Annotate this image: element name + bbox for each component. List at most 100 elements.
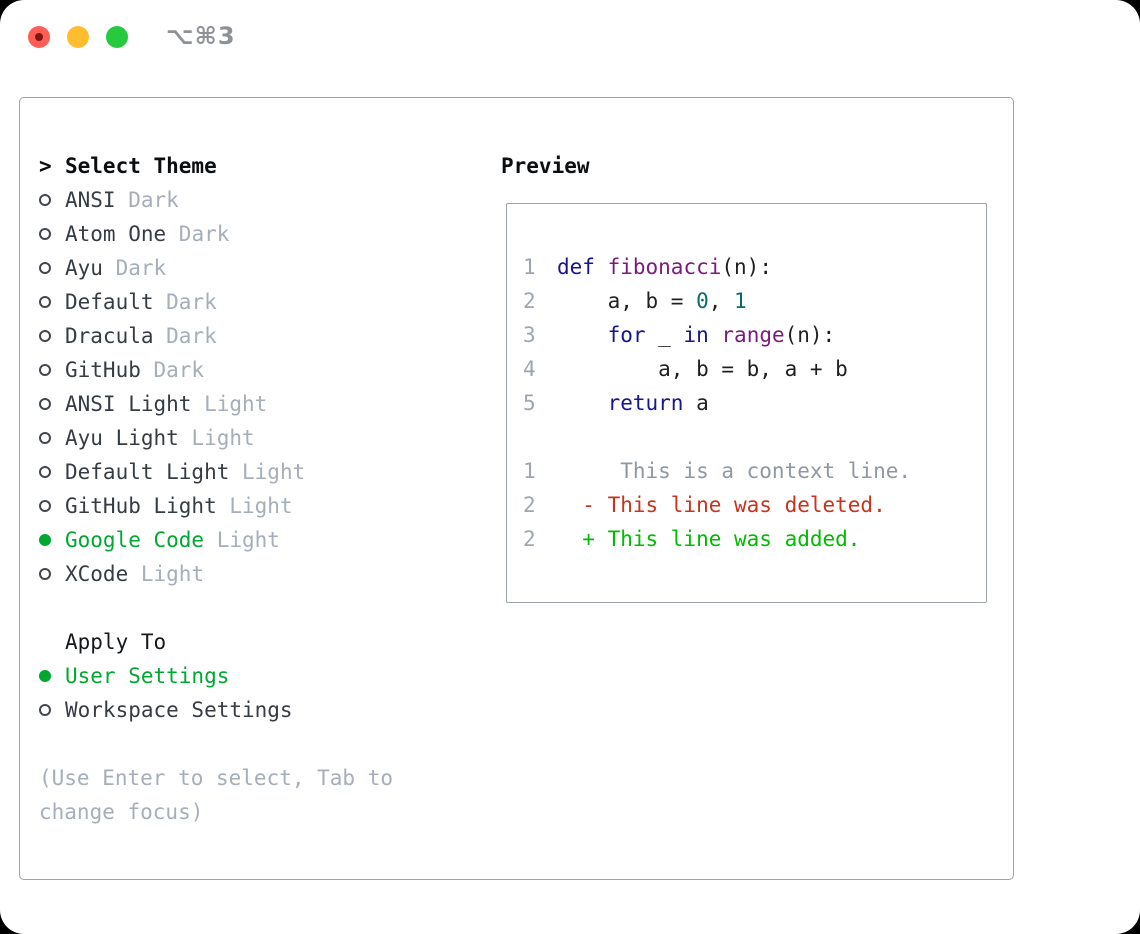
apply-option-workspace-settings[interactable]: Workspace Settings bbox=[39, 693, 393, 727]
preview-line: 4 a, b = b, a + b bbox=[523, 352, 986, 386]
help-text-line: change focus) bbox=[39, 800, 204, 824]
theme-name: Default bbox=[65, 290, 154, 314]
line-number: 1 bbox=[523, 459, 536, 483]
theme-name: GitHub Light bbox=[65, 494, 217, 518]
theme-name: ANSI Light bbox=[65, 392, 192, 416]
theme-list-column: > Select Theme ANSI Dark Atom One Dark Ay… bbox=[39, 149, 393, 829]
theme-option-github[interactable]: GitHub Dark bbox=[39, 353, 393, 387]
theme-option-atom-one[interactable]: Atom One Dark bbox=[39, 217, 393, 251]
theme-name: Atom One bbox=[65, 222, 167, 246]
line-number: 1 bbox=[523, 255, 536, 279]
theme-name: Google Code bbox=[65, 528, 205, 552]
traffic-light-close-icon[interactable] bbox=[28, 26, 50, 48]
theme-variant: Dark bbox=[153, 324, 217, 348]
traffic-light-minimize-icon[interactable] bbox=[67, 26, 89, 48]
theme-option-ansi[interactable]: ANSI Dark bbox=[39, 183, 393, 217]
code-text: for _ in range(n): bbox=[607, 323, 836, 347]
theme-name: Workspace Settings bbox=[65, 698, 293, 722]
apply-option-user-settings[interactable]: User Settings bbox=[39, 659, 393, 693]
theme-name: ANSI bbox=[65, 188, 116, 212]
line-number: 2 bbox=[523, 289, 536, 313]
apply-to-label: Apply To bbox=[65, 630, 167, 654]
spacer-row bbox=[39, 727, 393, 761]
preview-line: 5 return a bbox=[523, 386, 986, 420]
radio-selected-icon bbox=[39, 534, 51, 546]
theme-name: Default Light bbox=[65, 460, 230, 484]
preview-line bbox=[523, 420, 986, 454]
radio-icon bbox=[39, 568, 51, 580]
theme-name: GitHub bbox=[65, 358, 141, 382]
theme-option-default-light[interactable]: Default Light Light bbox=[39, 455, 393, 489]
select-theme-label: Select Theme bbox=[65, 154, 217, 178]
line-number: 2 bbox=[523, 493, 536, 517]
radio-icon bbox=[39, 228, 51, 240]
theme-list: ANSI Dark Atom One Dark Ayu Dark Default… bbox=[39, 183, 393, 591]
preview-label: Preview bbox=[501, 154, 590, 178]
theme-option-ayu[interactable]: Ayu Dark bbox=[39, 251, 393, 285]
radio-icon bbox=[39, 330, 51, 342]
theme-option-xcode[interactable]: XCode Light bbox=[39, 557, 393, 591]
theme-option-google-code[interactable]: Google Code Light bbox=[39, 523, 393, 557]
code-text: return a bbox=[607, 391, 709, 415]
line-number: 2 bbox=[523, 527, 536, 551]
theme-variant: Dark bbox=[140, 358, 205, 382]
apply-to-list: User Settings Workspace Settings bbox=[39, 659, 393, 727]
preview-line: 2 + This line was added. bbox=[523, 522, 986, 556]
theme-option-ayu-light[interactable]: Ayu Light Light bbox=[39, 421, 393, 455]
theme-option-ansi-light[interactable]: ANSI Light Light bbox=[39, 387, 393, 421]
help-text-line: (Use Enter to select, Tab to bbox=[39, 766, 394, 790]
preview-pane: 1 def fibonacci(n): 2 a, b = 0, 1 3 for _… bbox=[506, 203, 987, 603]
preview-line: 3 for _ in range(n): bbox=[523, 318, 986, 352]
radio-icon bbox=[39, 296, 51, 308]
radio-icon bbox=[39, 432, 51, 444]
theme-name: User Settings bbox=[65, 664, 230, 688]
theme-name: Ayu bbox=[65, 256, 103, 280]
theme-name: XCode bbox=[65, 562, 129, 586]
theme-variant: Light bbox=[204, 528, 280, 552]
theme-variant: Dark bbox=[166, 222, 230, 246]
theme-variant: Dark bbox=[102, 256, 167, 280]
apply-to-header: Apply To bbox=[39, 625, 393, 659]
preview-line: 1 This is a context line. bbox=[523, 454, 986, 488]
theme-variant: Light bbox=[178, 426, 255, 450]
code-text: + This line was added. bbox=[557, 527, 861, 551]
preview-line: 2 a, b = 0, 1 bbox=[523, 284, 986, 318]
theme-variant: Light bbox=[191, 392, 268, 416]
radio-icon bbox=[39, 466, 51, 478]
theme-variant: Light bbox=[229, 460, 306, 484]
code-text: a, b = 0, 1 bbox=[557, 289, 747, 313]
theme-option-default[interactable]: Default Dark bbox=[39, 285, 393, 319]
code-text: - This line was deleted. bbox=[557, 493, 886, 517]
radio-icon bbox=[39, 364, 51, 376]
radio-icon bbox=[39, 704, 51, 716]
radio-icon bbox=[39, 262, 51, 274]
preview-line: 2 - This line was deleted. bbox=[523, 488, 986, 522]
theme-option-dracula[interactable]: Dracula Dark bbox=[39, 319, 393, 353]
traffic-light-zoom-icon[interactable] bbox=[106, 26, 128, 48]
code-text: This is a context line. bbox=[557, 459, 912, 483]
theme-variant: Dark bbox=[115, 188, 179, 212]
theme-variant: Light bbox=[216, 494, 293, 518]
radio-icon bbox=[39, 398, 51, 410]
radio-icon bbox=[39, 500, 51, 512]
theme-variant: Dark bbox=[153, 290, 217, 314]
radio-selected-icon bbox=[39, 670, 51, 682]
spacer-row bbox=[39, 591, 393, 625]
select-theme-header: > Select Theme bbox=[39, 149, 393, 183]
preview-line: 1 def fibonacci(n): bbox=[523, 250, 986, 284]
window-title: ⌥⌘3 bbox=[166, 22, 236, 50]
theme-option-github-light[interactable]: GitHub Light Light bbox=[39, 489, 393, 523]
code-text: a, b = b, a + b bbox=[557, 357, 848, 381]
focus-prompt-icon: > bbox=[39, 154, 52, 178]
code-text: def fibonacci(n): bbox=[557, 255, 772, 279]
preview-column: Preview 1 def fibonacci(n): 2 a, b = 0, 1… bbox=[501, 149, 987, 603]
theme-selector-panel: > Select Theme ANSI Dark Atom One Dark Ay… bbox=[19, 97, 1014, 880]
radio-icon bbox=[39, 194, 51, 206]
line-number: 3 bbox=[523, 323, 536, 347]
line-number: 5 bbox=[523, 391, 536, 415]
theme-variant: Light bbox=[128, 562, 205, 586]
theme-name: Dracula bbox=[65, 324, 154, 348]
theme-name: Ayu Light bbox=[65, 426, 179, 450]
line-number: 4 bbox=[523, 357, 536, 381]
